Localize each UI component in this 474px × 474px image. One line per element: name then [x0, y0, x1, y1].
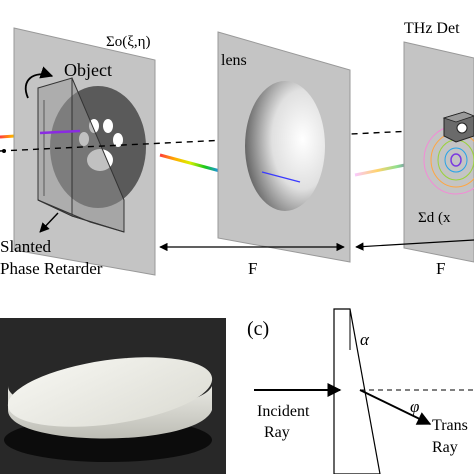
thz-det-label: THz Det [404, 20, 460, 37]
slanted-phase-retarder [37, 77, 125, 233]
transmitted-ray-arrow [359, 389, 432, 425]
f-arrow-right [355, 239, 474, 251]
slanted-label: Slanted [0, 237, 51, 256]
lens-beam [261, 171, 301, 183]
rotate-arrow-icon [24, 66, 54, 99]
retarder-pointer [39, 212, 59, 233]
phase-retarder-label: Phase Retarder [0, 259, 103, 278]
incident-label: Incident [257, 403, 310, 420]
f-label-left: F [248, 259, 257, 278]
object-beam [39, 129, 81, 135]
lens-label: lens [221, 52, 247, 69]
panel-c-label: (c) [247, 318, 269, 340]
trans-label: Trans [432, 417, 468, 434]
detector-icon [442, 111, 474, 143]
sample-photo [0, 318, 226, 474]
optical-axis [0, 127, 474, 152]
f-label-right: F [436, 259, 445, 278]
wedge-prism [333, 308, 381, 474]
sigma-d-label: Σd (x [418, 210, 451, 226]
lens [245, 81, 325, 211]
alpha-label: α [360, 330, 370, 349]
sigma-o-label: Σo(ξ,η) [106, 34, 151, 50]
object-label: Object [64, 60, 112, 80]
incident-ray-label: Ray [264, 424, 290, 441]
trans-ray-label: Ray [432, 439, 458, 456]
phi-label: φ [410, 397, 419, 416]
